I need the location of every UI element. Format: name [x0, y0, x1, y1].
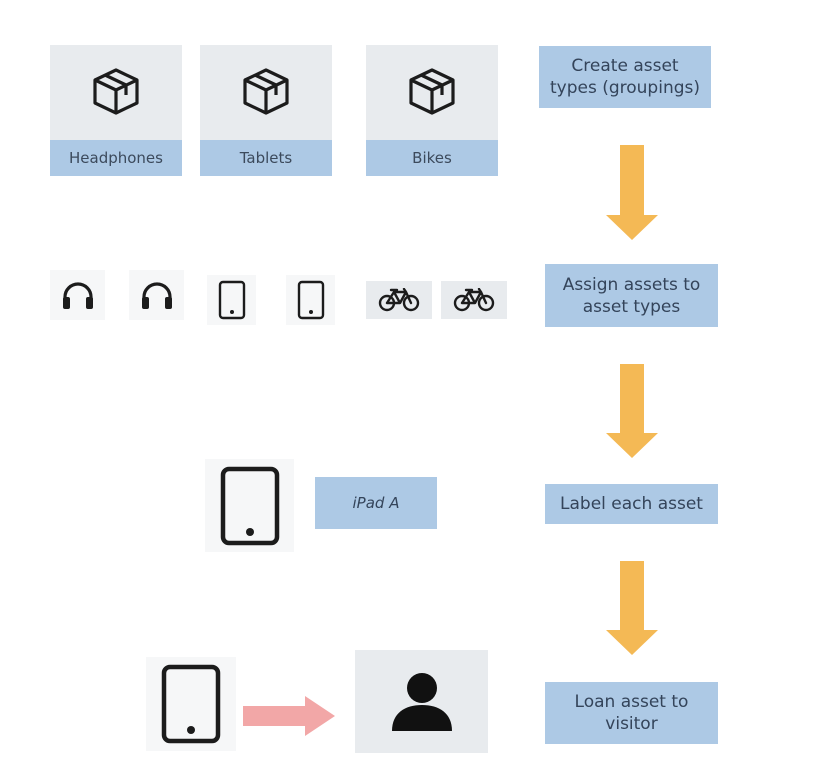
- down-arrow-icon: [606, 145, 658, 240]
- bike-icon: [453, 288, 495, 312]
- tablet-icon: [297, 280, 324, 320]
- asset-tile-bike: [366, 281, 432, 319]
- headphones-icon: [141, 282, 172, 309]
- person-icon: [391, 672, 452, 731]
- asset-tile-headphones: [50, 270, 105, 320]
- box-icon: [409, 68, 455, 115]
- box-icon: [243, 68, 289, 115]
- asset-name-label: iPad A: [315, 477, 437, 529]
- down-arrow-icon: [606, 561, 658, 655]
- asset-tile-tablet: [207, 275, 256, 325]
- asset-type-card-tablets: Tablets: [200, 45, 332, 176]
- asset-type-label: Headphones: [50, 140, 182, 176]
- tablet-icon: [220, 466, 279, 545]
- asset-type-card-bikes: Bikes: [366, 45, 498, 176]
- tablet-icon: [161, 664, 221, 744]
- right-arrow-icon: [243, 696, 335, 736]
- asset-tile-bike: [441, 281, 507, 319]
- bike-icon: [378, 288, 420, 312]
- asset-type-label: Tablets: [200, 140, 332, 176]
- step-create-asset-types: Create asset types (groupings): [539, 46, 711, 108]
- labelled-asset-tile: [205, 459, 294, 552]
- loan-asset-tile: [146, 657, 236, 751]
- visitor-tile: [355, 650, 488, 753]
- headphones-icon: [62, 282, 93, 309]
- down-arrow-icon: [606, 364, 658, 458]
- asset-type-label: Bikes: [366, 140, 498, 176]
- asset-tile-headphones: [129, 270, 184, 320]
- box-icon: [93, 68, 139, 115]
- asset-tile-tablet: [286, 275, 335, 325]
- step-assign-assets: Assign assets to asset types: [545, 264, 718, 327]
- asset-type-card-headphones: Headphones: [50, 45, 182, 176]
- step-label-asset: Label each asset: [545, 484, 718, 524]
- tablet-icon: [218, 280, 245, 320]
- step-loan-asset: Loan asset to visitor: [545, 682, 718, 744]
